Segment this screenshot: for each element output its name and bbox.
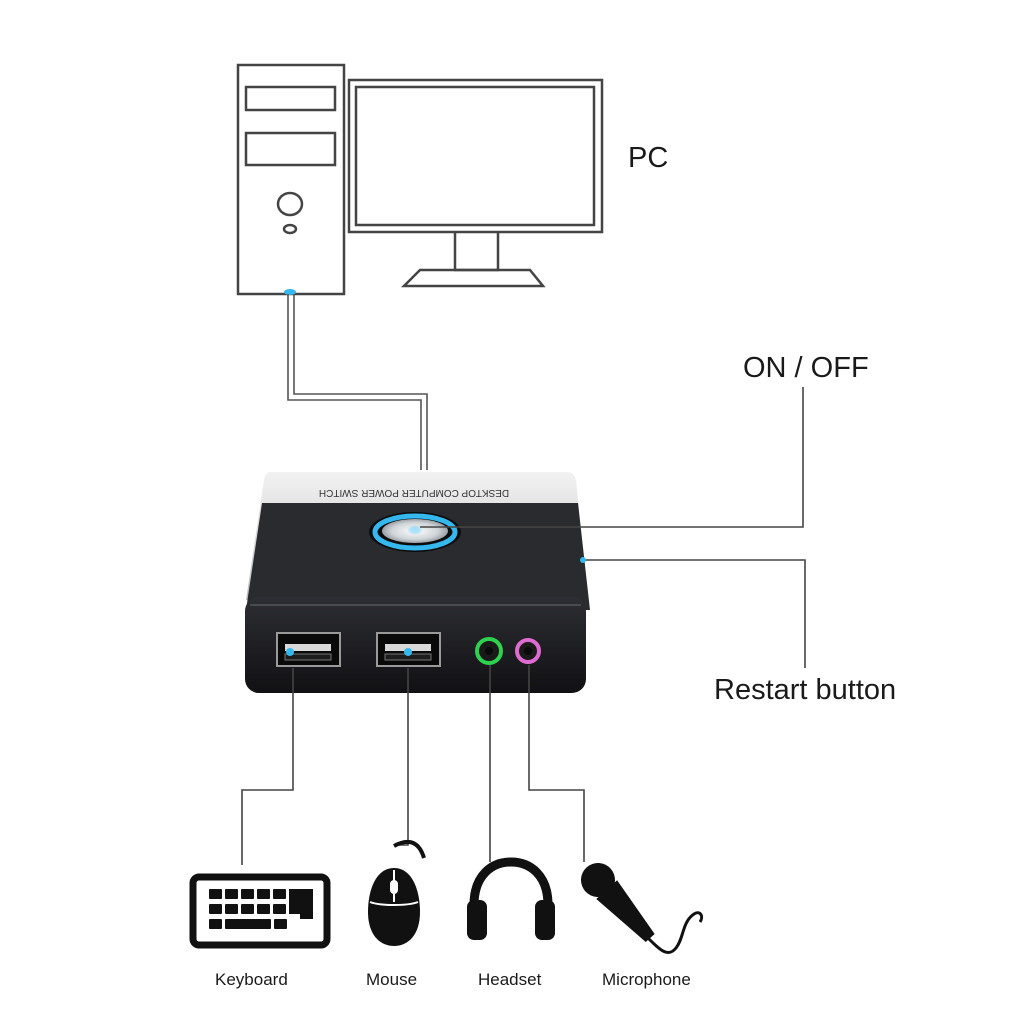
keyboard-icon [189,873,331,949]
pc-tower-icon [236,63,346,296]
pc-port-led [284,289,296,295]
keyboard-label: Keyboard [215,970,288,989]
pc-cable [287,294,428,470]
usb-port-mouse[interactable] [376,632,441,667]
restart-button-label: Restart button [714,674,897,706]
monitor-icon [347,78,604,288]
microphone-jack[interactable] [515,638,541,664]
on-off-label: ON / OFF [743,352,869,384]
headset-icon [467,857,555,940]
headset-label: Headset [478,970,542,989]
usb-port-keyboard[interactable] [276,632,341,667]
mouse-icon [368,839,426,946]
restart-led [580,557,586,563]
microphone-label: Microphone [602,970,691,989]
power-button[interactable] [369,512,461,552]
pc-label: PC [628,142,669,174]
mouse-label: Mouse [366,970,418,989]
microphone-icon [581,863,704,954]
headset-jack[interactable] [475,637,503,665]
device-label: DESKTOP COMPUTER POWER SWITCH [319,487,509,498]
